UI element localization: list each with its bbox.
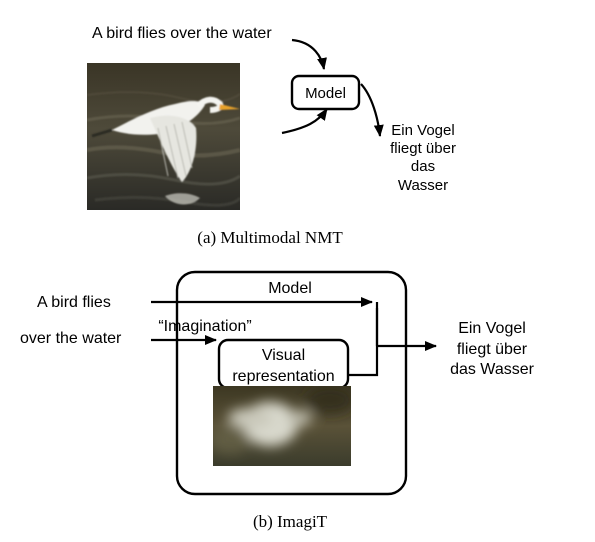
visual-representation-line: representation: [232, 368, 334, 385]
panel-b: Model A bird flies over the water “Imagi…: [20, 270, 535, 531]
panel-b-model-label: Model: [268, 280, 312, 297]
egret-photo: [87, 63, 240, 210]
panel-a-model-box: [290, 74, 361, 111]
panel-b-output-line: fliegt über: [457, 341, 528, 358]
panel-a-text-arrow: [291, 38, 327, 70]
panel-a-caption: (a) Multimodal NMT: [197, 228, 343, 247]
blurry-bird-image: [213, 386, 351, 466]
panel-b-output-line: das Wasser: [450, 361, 535, 378]
panel-a-output-arrow: [360, 83, 384, 137]
panel-b-input-line-2: over the water: [20, 330, 122, 347]
panel-a-output-line: Wasser: [398, 177, 448, 194]
panel-a-input-text: A bird flies over the water: [92, 25, 272, 42]
panel-b-visual-connector: [348, 308, 379, 377]
panel-b-caption: (b) ImagiT: [253, 512, 328, 531]
panel-a: A bird flies over the water: [87, 25, 456, 247]
panel-a-model-label: Model: [305, 85, 346, 102]
panel-b-output-line: Ein Vogel: [458, 320, 526, 337]
panel-b-model-box: [175, 270, 408, 496]
panel-b-input-line-1: A bird flies: [37, 294, 111, 311]
panel-a-output-line: das: [411, 158, 435, 175]
panel-a-output-line: fliegt über: [390, 140, 456, 157]
panel-a-output-text: Ein Vogel fliegt über das Wasser: [390, 122, 456, 194]
visual-representation-line: Visual: [262, 347, 305, 364]
panel-a-image-arrow: [281, 108, 328, 135]
panel-b-output-text: Ein Vogel fliegt über das Wasser: [450, 320, 535, 378]
imagination-label: “Imagination”: [158, 318, 251, 335]
panel-a-output-line: Ein Vogel: [391, 122, 454, 139]
